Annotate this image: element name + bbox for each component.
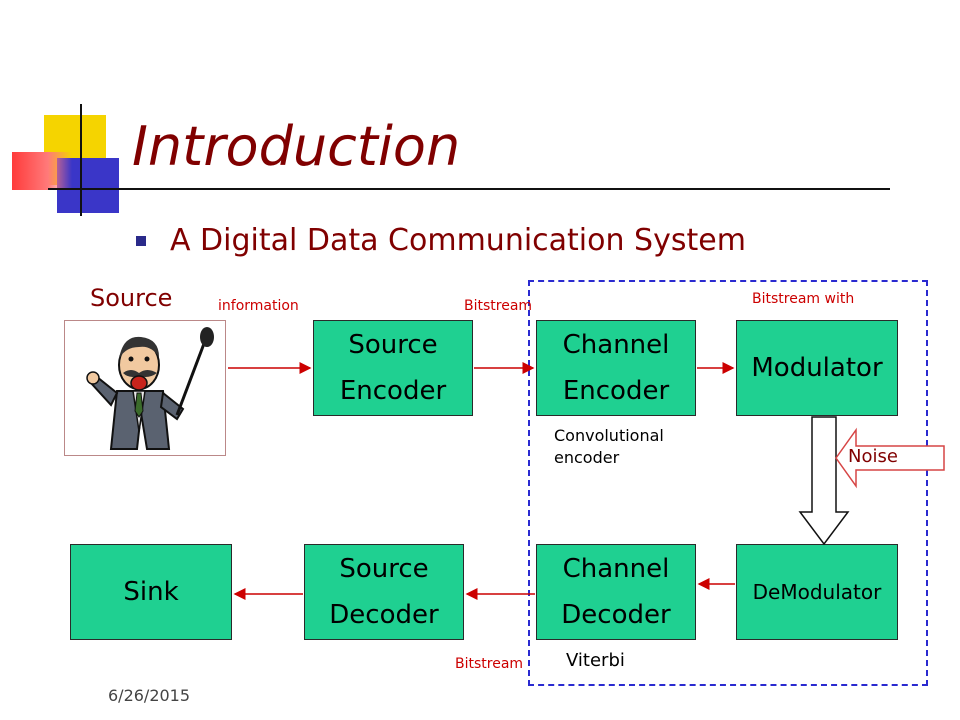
bullet-marker bbox=[136, 236, 146, 246]
decor-red-bar bbox=[12, 152, 72, 190]
slide-date: 6/26/2015 bbox=[108, 686, 191, 705]
channel-encoder-block: Channel Encoder bbox=[536, 320, 696, 416]
convolutional-encoder-label: Convolutional encoder bbox=[554, 426, 664, 467]
source-encoder-block: Source Encoder bbox=[313, 320, 473, 416]
singing-man-icon bbox=[86, 327, 214, 450]
bitstream-with-label: Bitstream with bbox=[752, 291, 855, 307]
channel-down-arrow bbox=[798, 416, 850, 546]
source-decoder-block: Source Decoder bbox=[304, 544, 464, 640]
page-title: Introduction bbox=[132, 115, 461, 178]
sink-block: Sink bbox=[70, 544, 232, 640]
title-underline bbox=[48, 188, 890, 190]
demodulator-block: DeModulator bbox=[736, 544, 898, 640]
information-label: information bbox=[218, 298, 299, 314]
modulator-block: Modulator bbox=[736, 320, 898, 416]
source-label: Source bbox=[90, 284, 173, 312]
channel-decoder-block: Channel Decoder bbox=[536, 544, 696, 640]
channel-region-box bbox=[528, 280, 928, 686]
noise-label: Noise bbox=[848, 446, 898, 467]
bitstream-bottom-label: Bitstream bbox=[455, 656, 524, 672]
bitstream-top-label: Bitstream bbox=[464, 298, 533, 314]
noise-arrow bbox=[835, 427, 945, 489]
bullet-text: A Digital Data Communication System bbox=[170, 223, 746, 258]
decor-vertical-line bbox=[80, 104, 82, 216]
source-image bbox=[64, 320, 226, 456]
viterbi-label: Viterbi bbox=[566, 650, 625, 671]
